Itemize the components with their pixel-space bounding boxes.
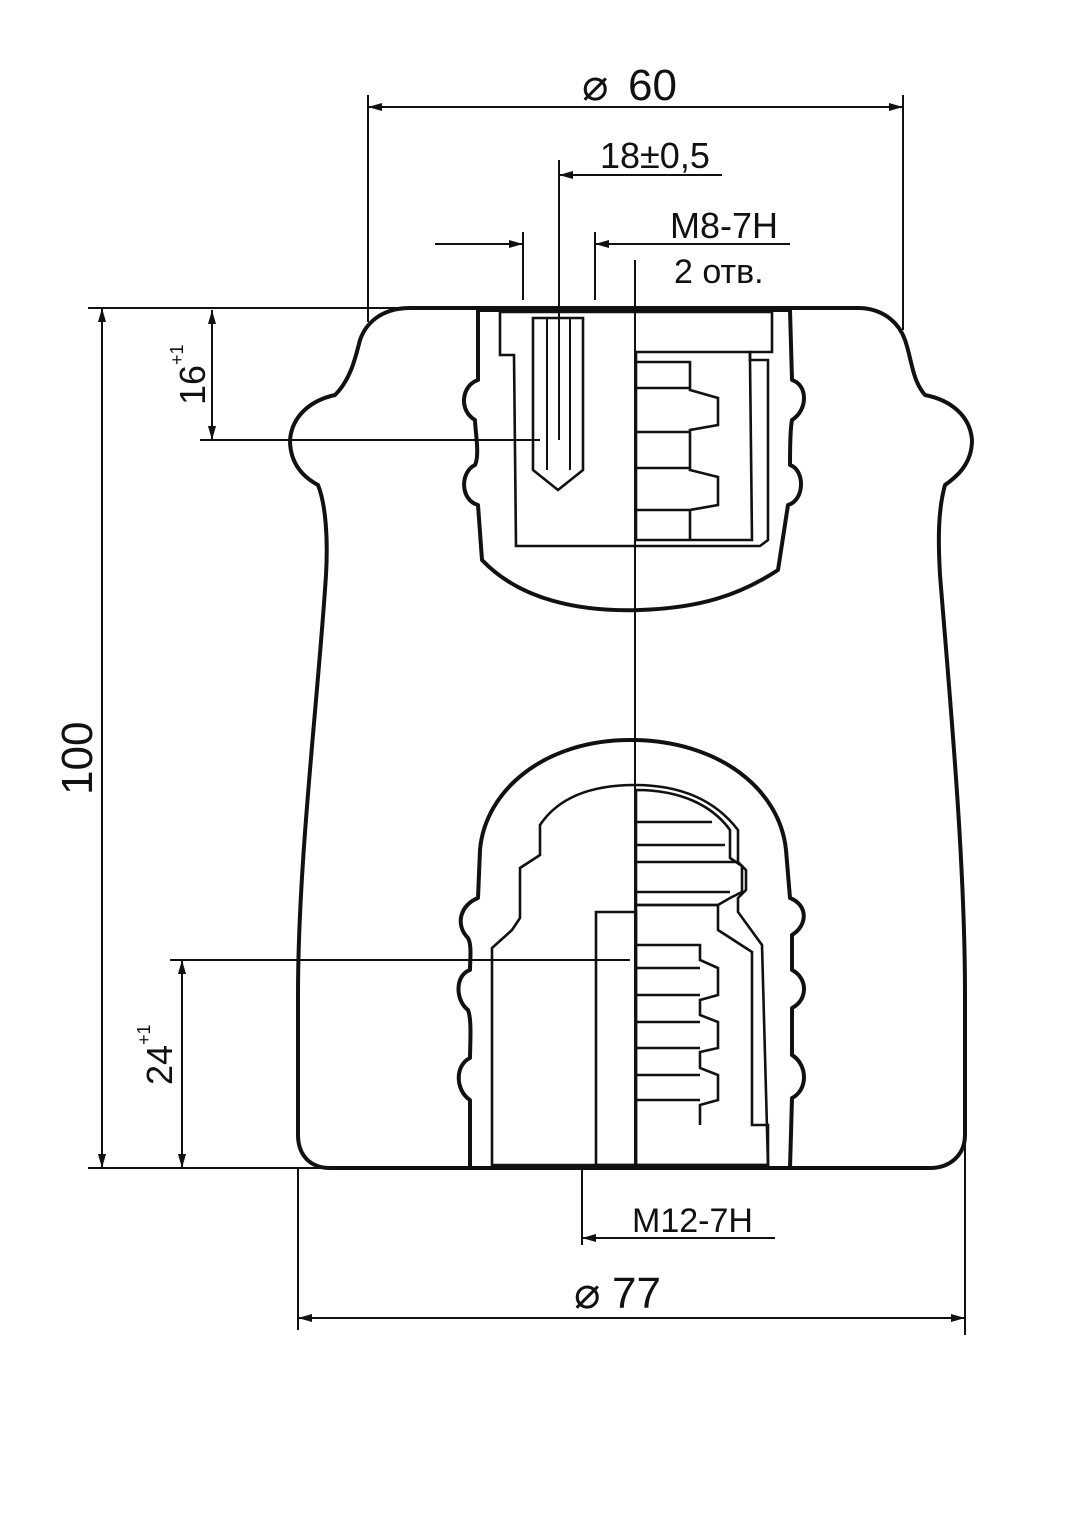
insulator-body	[288, 306, 974, 1170]
dim-hole-spacing: 18±0,5	[558, 135, 722, 440]
dim-bottom-diameter: ⌀ 77	[297, 1135, 966, 1335]
bottom-cement-fill	[456, 738, 806, 1170]
bottom-fitting	[490, 783, 770, 1167]
dim-top-depth-tolerance: +1	[167, 344, 187, 365]
dim-top-diameter-value: 60	[628, 61, 677, 110]
dim-bottom-thread: M12-7H	[581, 1168, 775, 1245]
dim-bottom-diameter-value: 77	[612, 1269, 661, 1318]
dim-top-thread: M8-7H 2 отв.	[435, 205, 790, 300]
dim-bottom-depth: 24 +1	[134, 959, 630, 1168]
dim-top-thread-line2: 2 отв.	[674, 253, 764, 291]
dim-height: 100	[53, 307, 410, 1169]
dim-top-depth: 16 +1	[167, 310, 540, 441]
bottom-thread-profile-right	[634, 903, 770, 1167]
dim-height-value: 100	[53, 722, 102, 795]
dim-top-thread-line1: M8-7H	[670, 205, 778, 246]
top-cement-fill	[462, 308, 806, 613]
top-fitting-thread	[634, 350, 754, 542]
bottom-m12-thread-insert	[594, 910, 638, 1167]
dim-top-depth-value: 16	[172, 365, 213, 405]
bottom-thread-teeth	[636, 943, 720, 1125]
bottom-fitting-boss	[634, 788, 744, 907]
top-m8-hole	[531, 316, 585, 492]
top-thread-profile	[636, 360, 720, 540]
dim-top-diameter-symbol: ⌀	[582, 61, 609, 110]
dim-hole-spacing-label: 18±0,5	[600, 135, 710, 176]
bottom-boss-lines	[636, 820, 738, 894]
top-fitting	[498, 310, 774, 548]
dim-top-diameter: ⌀ 60	[367, 61, 904, 330]
dim-bottom-depth-tolerance: +1	[134, 1024, 154, 1045]
dim-bottom-diameter-symbol: ⌀	[574, 1269, 601, 1318]
dim-bottom-thread-label: M12-7H	[632, 1202, 753, 1240]
dim-bottom-depth-value: 24	[139, 1045, 180, 1085]
